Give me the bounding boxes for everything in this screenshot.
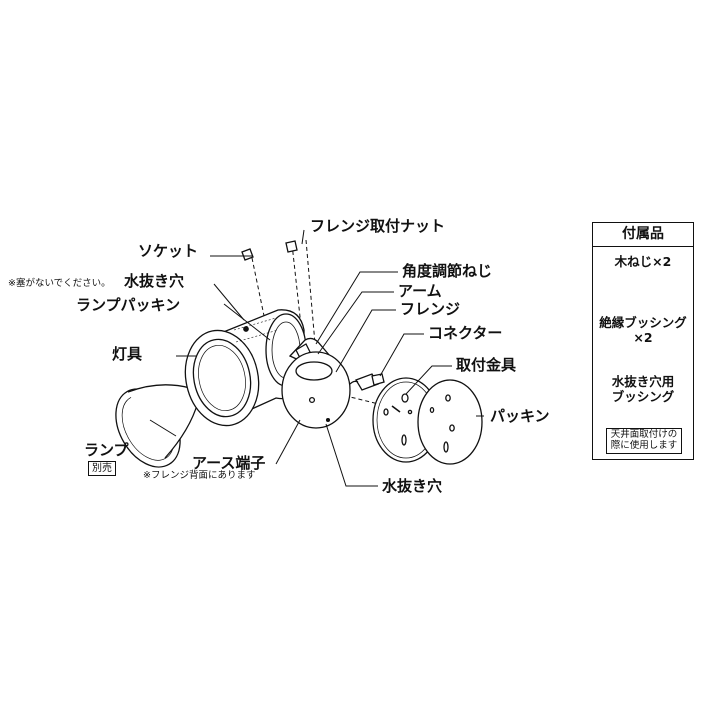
label-flange-nut: フレンジ取付ナット: [310, 217, 446, 235]
accessories-title: 付属品: [593, 223, 693, 247]
connector-drawing: [349, 373, 385, 391]
accessory-wood-screw: 木ねじ×2: [614, 254, 672, 269]
label-angle-screw: 角度調節ねじ: [402, 262, 493, 280]
packing-drawing: [417, 379, 483, 465]
lamp-bulb-drawing: [115, 381, 211, 468]
label-lamp-body: 灯具: [112, 345, 143, 363]
accessory-ceiling-note: 天井面取付けの際に使用します: [606, 428, 682, 454]
badge-sold-separately: 別売: [88, 461, 116, 476]
label-lamp: ランプ: [84, 441, 129, 459]
flange-drawing: [281, 351, 351, 429]
label-earth-terminal: アース端子: [192, 454, 266, 472]
accessories-box: 付属品 木ねじ×2 絶縁ブッシング ×2 水抜き穴用 ブッシング 天井面取付けの…: [592, 222, 694, 460]
label-lamp-packing: ランプパッキン: [76, 296, 181, 314]
accessory-drain-bushing-line1: 水抜き穴用: [611, 374, 675, 389]
accessory-bushing-line1: 絶縁ブッシング: [599, 315, 687, 330]
label-mount-bracket: 取付金具: [456, 356, 517, 374]
label-connector: コネクター: [428, 324, 503, 342]
label-socket: ソケット: [138, 242, 199, 260]
accessory-drain-bushing-line2: ブッシング: [611, 389, 675, 404]
socket-screw-drawing: [241, 240, 298, 261]
note-no-plug: ※塞がないでください。: [8, 278, 111, 289]
label-arm: アーム: [398, 282, 442, 300]
label-drain-hole-top: 水抜き穴: [124, 272, 185, 290]
note-earth-terminal: ※フレンジ背面にあります: [143, 470, 256, 481]
label-flange: フレンジ: [400, 300, 461, 318]
accessory-bushing-line2: ×2: [633, 330, 653, 345]
label-drain-hole-bottom: 水抜き穴: [382, 477, 443, 495]
label-packing: パッキン: [490, 407, 550, 425]
